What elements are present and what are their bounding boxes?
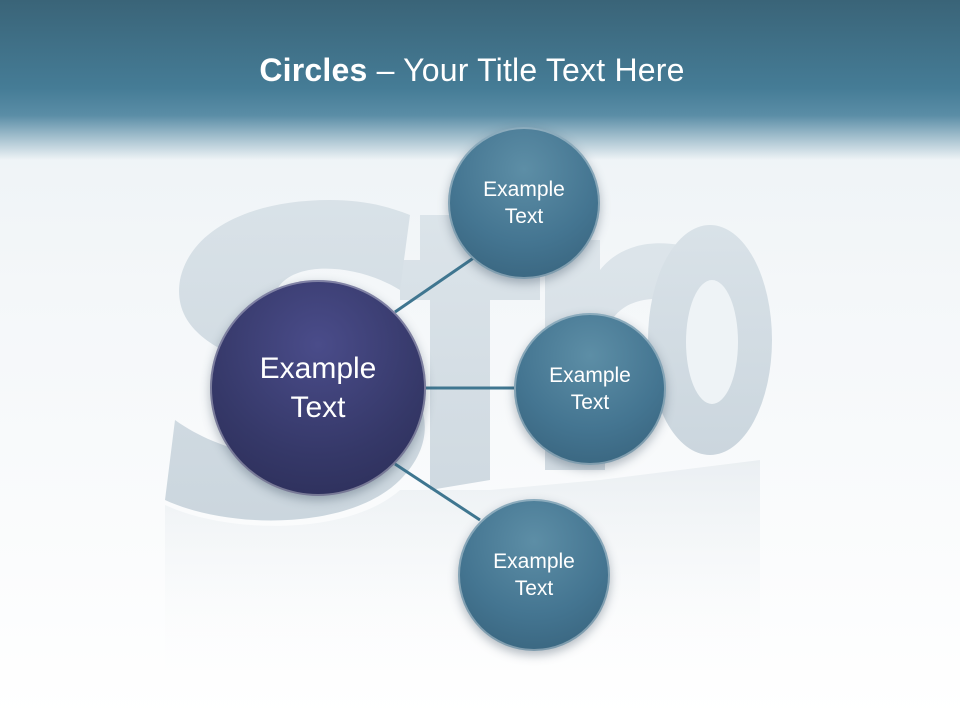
node-middle-line2: Text [570, 391, 610, 414]
node-bottom-line2: Text [514, 577, 554, 600]
node-top-line2: Text [504, 205, 544, 228]
node-bottom-line1: Example [493, 549, 575, 573]
connector-bottom [394, 462, 481, 522]
node-circle-top: Example Text [448, 127, 600, 279]
node-top-line1: Example [483, 177, 565, 201]
node-middle-line1: Example [549, 363, 631, 387]
connector-top [394, 255, 476, 314]
node-circle-bottom: Example Text [458, 499, 610, 651]
title-rest: – Your Title Text Here [367, 52, 685, 88]
center-circle: Example Text [210, 280, 426, 496]
center-circle-line2: Text [290, 391, 346, 424]
title-bar: Circles – Your Title Text Here [0, 0, 960, 160]
node-circle-middle: Example Text [514, 313, 666, 465]
slide-title: Circles – Your Title Text Here [0, 52, 944, 89]
center-circle-line1: Example [259, 352, 377, 385]
title-bold: Circles [259, 52, 368, 88]
